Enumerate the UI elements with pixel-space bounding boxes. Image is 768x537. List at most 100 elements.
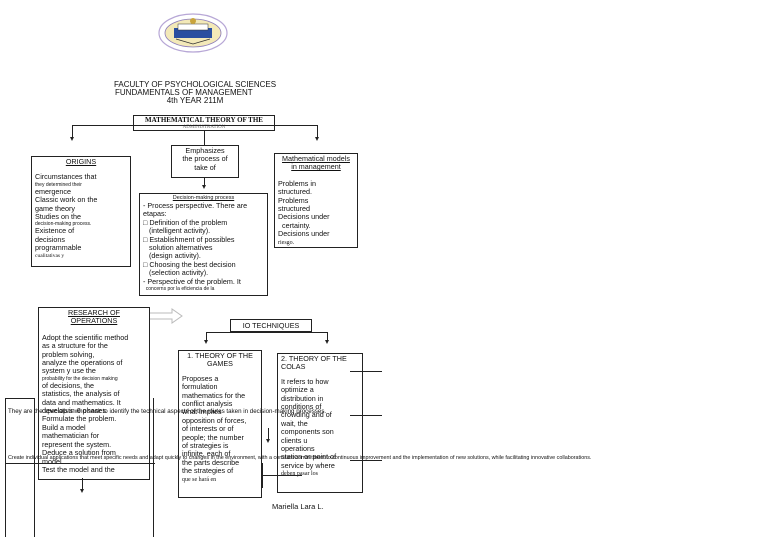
emphasizes-line: take of bbox=[194, 162, 216, 172]
queues-line: deben pasar los bbox=[281, 471, 318, 478]
origins-line: Circumstances that bbox=[35, 172, 97, 182]
connector-emphasizes-down bbox=[204, 178, 205, 186]
queues-box: 2. THEORY OF THE COLAS It refers to how … bbox=[277, 353, 363, 493]
queues-line: optimize a bbox=[281, 385, 314, 395]
overlay-frame-left bbox=[5, 398, 6, 537]
emphasizes-line: Emphasizes bbox=[185, 146, 225, 155]
overlay-frame-inner-left bbox=[34, 398, 35, 537]
models-line: riesgo. bbox=[278, 239, 295, 246]
main-title-box: MATHEMATICAL THEORY OF THE ADMINISTRATIO… bbox=[133, 115, 275, 131]
research-line: data and mathematics. It bbox=[42, 397, 121, 407]
games-line: opposition of forces, bbox=[182, 415, 247, 425]
research-line: analyze the operations of bbox=[42, 358, 123, 368]
queues-line: clients u bbox=[281, 435, 308, 445]
io-techniques-box: IO TECHNIQUES bbox=[230, 319, 312, 332]
origins-line: decisions bbox=[35, 234, 65, 244]
outline-arrow bbox=[150, 308, 183, 324]
models-line: structured bbox=[278, 204, 310, 214]
queues-line: operations bbox=[281, 444, 315, 454]
arrow-to-games bbox=[204, 340, 208, 344]
queues-tick bbox=[350, 415, 382, 416]
games-line: que se hará en bbox=[182, 476, 217, 483]
models-title: in management bbox=[291, 162, 341, 172]
author-name: Mariella Lara L. bbox=[272, 502, 324, 511]
games-title: GAMES bbox=[207, 359, 233, 369]
games-line: mathematics for the bbox=[182, 390, 246, 400]
decision-line: etapas: bbox=[143, 209, 167, 219]
origins-line: emergence bbox=[35, 186, 71, 196]
decision-line: (design activity). bbox=[143, 251, 201, 261]
origins-box: ORIGINS Circumstances that they determin… bbox=[31, 156, 131, 267]
queues-line: distribution in bbox=[281, 393, 324, 403]
connector-top bbox=[72, 125, 318, 126]
research-line: represent the system. bbox=[42, 439, 112, 449]
arrow-to-queues bbox=[325, 340, 329, 344]
origins-line: they determined their bbox=[35, 181, 82, 188]
decision-line: □ Definition of the problem bbox=[143, 217, 228, 227]
origins-line: programmable bbox=[35, 243, 82, 253]
connector-right-drop bbox=[317, 125, 318, 138]
research-line: Test the model and the bbox=[42, 464, 115, 474]
origins-line: game theory bbox=[35, 203, 75, 213]
research-line: of decisions, the bbox=[42, 380, 94, 390]
games-line: the parts describe bbox=[182, 457, 240, 467]
io-techniques-title: IO TECHNIQUES bbox=[242, 321, 300, 330]
models-line: Problems in bbox=[278, 178, 316, 188]
games-line: infinite, each of bbox=[182, 449, 231, 459]
research-line: model bbox=[42, 456, 62, 466]
origins-line: Existence of bbox=[35, 226, 75, 236]
main-title-sub: ADMINISTRATION bbox=[182, 125, 226, 130]
queues-line: components son bbox=[281, 427, 334, 437]
games-line: Proposes a bbox=[182, 373, 219, 383]
research-line: Deduce a solution from bbox=[42, 448, 116, 458]
university-crest-logo bbox=[158, 13, 228, 53]
games-title: 1. THEORY OF THE bbox=[187, 351, 253, 360]
games-line: of strategies is bbox=[182, 441, 229, 451]
games-line: people; the number bbox=[182, 432, 244, 442]
overlay-frame-inner-right bbox=[153, 398, 154, 537]
research-line: statistics, the analysis of bbox=[42, 389, 120, 399]
research-title: OPERATIONS bbox=[70, 316, 118, 326]
connector-io bbox=[206, 332, 327, 333]
queues-title: COLAS bbox=[281, 362, 306, 372]
emphasizes-line: the process of bbox=[182, 154, 228, 164]
connector-left-drop bbox=[72, 125, 73, 138]
queues-line: crowding and of bbox=[281, 410, 332, 420]
research-line: Formulate the problem. bbox=[42, 414, 117, 424]
arrow-to-decision-process bbox=[202, 185, 206, 189]
main-title: MATHEMATICAL THEORY OF THE bbox=[145, 116, 263, 124]
origins-line: Classic work on the bbox=[35, 195, 98, 205]
decision-line: solution alternatives bbox=[143, 243, 213, 253]
models-title: Mathematical models bbox=[282, 154, 350, 163]
decision-process-title: Decision-making process bbox=[172, 195, 235, 201]
connector-io-right bbox=[327, 332, 328, 341]
decision-line: - Process perspective. There are bbox=[143, 201, 248, 210]
models-line: structured. bbox=[278, 187, 312, 197]
queues-line: conditions of bbox=[281, 402, 322, 412]
overlay-connector bbox=[82, 478, 83, 490]
models-line: Decisions under bbox=[278, 229, 330, 239]
research-line: probability for the decision making bbox=[42, 375, 118, 382]
decision-line: □ Establishment of possibles bbox=[143, 234, 235, 244]
research-box: RESEARCH OF OPERATIONS Adopt the scienti… bbox=[38, 307, 150, 480]
origins-line: decision-making process. bbox=[35, 221, 92, 228]
queues-line: service by where bbox=[281, 460, 335, 470]
overlay-connector-2 bbox=[268, 428, 269, 440]
models-line: Problems bbox=[278, 195, 309, 205]
overlay-applications-text: Create individual applications that meet… bbox=[8, 455, 592, 461]
research-line: Build a model bbox=[42, 422, 86, 432]
models-line: certainty. bbox=[278, 220, 311, 230]
overlay-frame-top bbox=[5, 398, 35, 399]
research-line: develop in 6 phases bbox=[42, 406, 106, 416]
research-line: Adopt the scientific method bbox=[42, 332, 129, 342]
connector-io-left bbox=[206, 332, 207, 341]
games-box: 1. THEORY OF THE GAMES Proposes a formul… bbox=[178, 350, 262, 498]
faculty-title: FACULTY OF PSYCHOLOGICAL SCIENCES bbox=[113, 80, 277, 89]
games-line: what implies bbox=[182, 407, 222, 417]
emphasizes-box: Emphasizes the process of take of bbox=[171, 145, 239, 178]
decision-line: - Perspective of the problem. It bbox=[143, 276, 241, 286]
overlay-arrow bbox=[80, 489, 84, 493]
overlay-arrow-2 bbox=[266, 439, 270, 443]
overlay-frame-mid bbox=[5, 463, 155, 464]
overlay-connector-4 bbox=[262, 475, 302, 476]
